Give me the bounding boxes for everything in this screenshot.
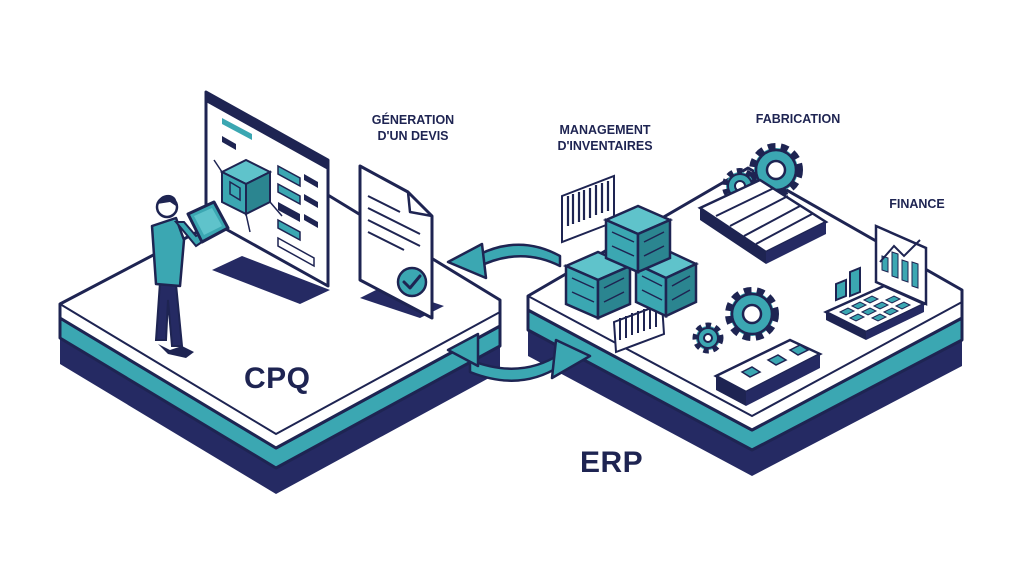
label-cpq: CPQ [244,362,311,395]
calculator-icon [823,284,927,340]
sync-arrows-icon [446,242,592,382]
label-manufacturing: FABRICATION [755,112,841,126]
barcode-icon [612,302,666,354]
label-inventory-management: MANAGEMENT D'INVENTAIRES [557,123,653,153]
crates-icon [562,204,699,320]
label-finance: FINANCE [889,197,945,211]
check-icon [396,266,428,298]
barcode-icon [561,174,615,244]
tablet-icon [186,200,230,244]
label-erp: ERP [580,446,644,479]
gear-icon [725,287,779,341]
gear-icon [692,322,724,354]
person-icon [150,194,216,358]
conveyor-icon [713,338,823,406]
screen-icon [204,90,330,304]
label-quote-generation: GÉNERATION D'UN DEVIS [371,113,455,143]
conveyor-icon [697,178,829,264]
gear-icon [749,143,803,197]
document-icon [358,164,444,320]
